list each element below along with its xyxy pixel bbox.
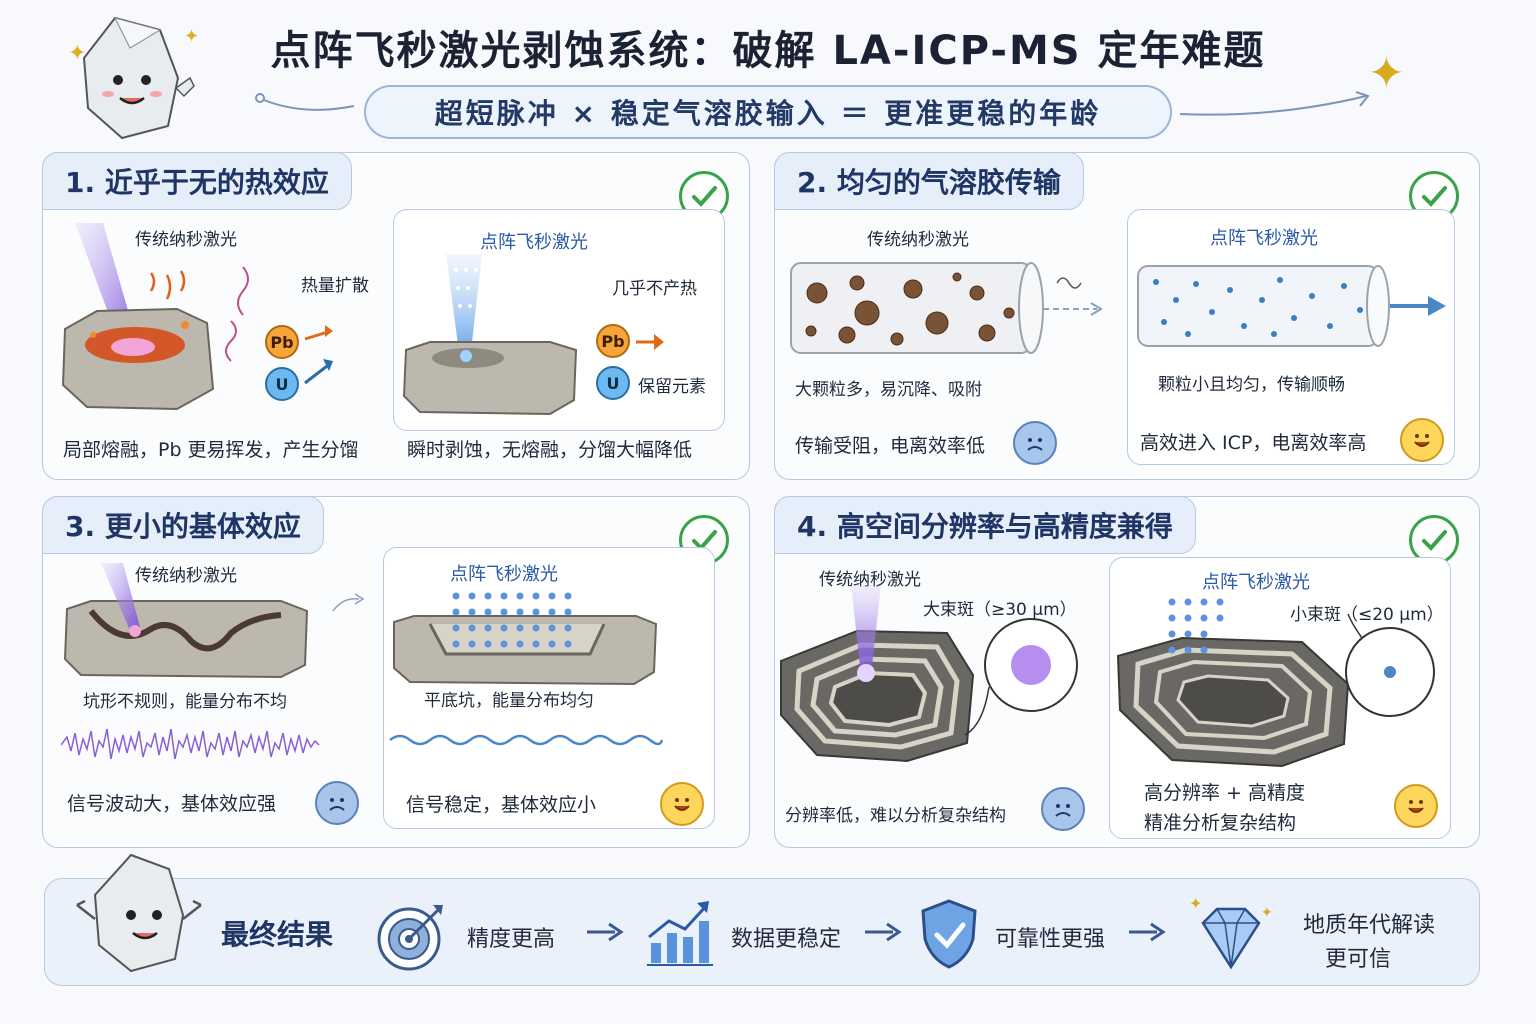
right-caption: 瞬时剥蚀，无熔融，分馏大幅降低 xyxy=(407,439,693,461)
lead-element-badge: Pb xyxy=(596,324,630,358)
left-label: 传统纳秒激光 xyxy=(135,230,237,250)
result-step: 精度更高 xyxy=(467,927,556,952)
happy-face-icon xyxy=(1394,784,1438,828)
panel-thermal-effect: 1. 近乎于无的热效应 传统纳秒激光 热量扩散 Pb U 局部熔融，Pb 更易挥… xyxy=(42,152,750,480)
left-label: 传统纳秒激光 xyxy=(819,570,921,590)
target-icon xyxy=(377,905,443,971)
large-particle-tube-illustration xyxy=(790,262,1103,354)
panel-spatial-resolution: 4. 高空间分辨率与高精度兼得 传统纳秒激光 大束斑（≥30 μm） 分辨率低，… xyxy=(774,496,1480,848)
fine-particle-tube-illustration xyxy=(1137,265,1446,347)
right-label: 点阵飞秒激光 xyxy=(1210,228,1318,249)
right-label: 点阵飞秒激光 xyxy=(450,564,558,585)
arrow-right-icon xyxy=(636,334,664,350)
left-note: 坑形不规则，能量分布不均 xyxy=(83,692,287,712)
sparkle-icon: ✦ xyxy=(1368,48,1405,98)
svg-text:✦: ✦ xyxy=(1189,894,1202,913)
lead-element-badge: Pb xyxy=(265,325,299,359)
irregular-crater-illustration xyxy=(63,563,309,679)
right-note: 小束斑（≤20 μm） xyxy=(1290,605,1444,625)
growth-chart-icon xyxy=(647,901,713,966)
right-note: 颗粒小且均匀，传输顺畅 xyxy=(1158,375,1345,395)
arrow-icon xyxy=(332,593,365,612)
panel-aerosol-transport: 2. 均匀的气溶胶传输 传统纳秒激光 大颗粒多，易沉降、吸附 传输受阻，电离效率… xyxy=(774,152,1480,480)
large-spot-zircon-illustration xyxy=(780,585,1078,763)
small-spot-zircon-illustration xyxy=(1116,598,1435,768)
left-note: 热量扩散 xyxy=(301,276,369,296)
sad-face-icon xyxy=(1013,421,1057,465)
sad-face-icon xyxy=(315,781,359,825)
right-label: 点阵飞秒激光 xyxy=(480,232,588,253)
result-step: 数据更稳定 xyxy=(731,927,842,952)
final-outcome-line-2: 更可信 xyxy=(1325,947,1392,972)
diamond-icon: ✦ ✦ xyxy=(1189,894,1273,970)
femtosecond-card: 点阵飞秒激光 颗粒小且均匀，传输顺畅 高效进入 ICP，电离效率高 xyxy=(1127,209,1455,465)
subtitle-banner: 超短脉冲 × 稳定气溶胶输入 ＝ 更准更稳的年龄 xyxy=(364,85,1172,139)
noisy-signal-wave xyxy=(61,728,320,760)
happy-face-icon xyxy=(660,782,704,826)
shield-check-icon xyxy=(921,899,977,969)
svg-text:✦: ✦ xyxy=(1368,48,1405,98)
swoosh-right-arrow-icon xyxy=(1179,91,1370,116)
right-caption: 高效进入 ICP，电离效率高 xyxy=(1140,432,1367,454)
final-result-title: 最终结果 xyxy=(221,918,334,951)
svg-text:✦: ✦ xyxy=(68,41,86,66)
left-caption: 传输受阻，电离效率低 xyxy=(795,435,986,457)
left-note: 大颗粒多，易沉降、吸附 xyxy=(795,380,982,400)
crystal-mascot-icon xyxy=(76,853,202,973)
femtosecond-crater-illustration xyxy=(402,254,578,416)
right-note: 几乎不产热 xyxy=(612,279,697,299)
svg-text:✦: ✦ xyxy=(184,26,199,47)
left-label: 传统纳秒激光 xyxy=(867,230,969,250)
panel-heading: 1. 近乎于无的热效应 xyxy=(42,152,352,210)
uranium-element-badge: U xyxy=(265,367,299,401)
left-label: 传统纳秒激光 xyxy=(135,566,237,586)
arrow-right-icon xyxy=(1129,922,1166,942)
right-note-2: 保留元素 xyxy=(638,377,706,397)
page-title: 点阵飞秒激光剥蚀系统：破解 LA-ICP-MS 定年难题 xyxy=(270,28,1266,74)
crystal-mascot-icon: ✦ ✦ xyxy=(68,16,199,140)
flat-bottom-crater-illustration xyxy=(393,592,658,686)
swoosh-left-icon xyxy=(255,93,355,111)
right-caption: 信号稳定，基体效应小 xyxy=(406,794,597,816)
left-caption: 分辨率低，难以分析复杂结构 xyxy=(785,806,1006,826)
nanosecond-crater-illustration xyxy=(61,223,215,411)
panel-heading: 2. 均匀的气溶胶传输 xyxy=(774,152,1084,210)
result-step: 可靠性更强 xyxy=(995,927,1106,952)
stable-signal-wave xyxy=(389,734,664,746)
left-caption: 局部熔融，Pb 更易挥发，产生分馏 xyxy=(63,439,359,461)
panel-heading: 3. 更小的基体效应 xyxy=(42,496,324,554)
arrow-right-icon xyxy=(587,922,624,942)
final-result-bar: 最终结果 精度更高 数据更稳定 可靠性更强 ✦ ✦ 地质年代解读 更可信 xyxy=(44,853,1480,986)
femtosecond-card: 点阵飞秒激光 几乎不产热 Pb U 保留元素 xyxy=(393,209,725,431)
diffusion-arrows-icon xyxy=(304,325,333,385)
happy-face-icon xyxy=(1400,418,1444,462)
right-label: 点阵飞秒激光 xyxy=(1202,572,1310,593)
heat-wave-icon xyxy=(225,266,249,362)
right-caption: 高分辨率 + 高精度 xyxy=(1144,782,1305,804)
uranium-element-badge: U xyxy=(596,366,630,400)
arrow-right-icon xyxy=(865,922,902,942)
right-caption-2: 精准分析复杂结构 xyxy=(1144,812,1297,834)
svg-text:✦: ✦ xyxy=(1261,905,1273,921)
final-outcome-line-1: 地质年代解读 xyxy=(1303,913,1436,938)
femtosecond-card: 点阵飞秒激光 小束斑（≤20 μm） 高分辨率 + 高精度 精准分析复杂结构 xyxy=(1109,557,1451,839)
left-note: 大束斑（≥30 μm） xyxy=(923,600,1077,620)
panel-heading: 4. 高空间分辨率与高精度兼得 xyxy=(774,496,1196,554)
femtosecond-card: 点阵飞秒激光 平底坑，能量分布均匀 信号稳定，基体效应小 xyxy=(383,547,715,829)
sad-face-icon xyxy=(1041,787,1085,831)
left-caption: 信号波动大，基体效应强 xyxy=(67,793,277,815)
right-note: 平底坑，能量分布均匀 xyxy=(424,691,594,711)
panel-matrix-effect: 3. 更小的基体效应 传统纳秒激光 坑形不规则，能量分布不均 信号波动大，基体效… xyxy=(42,496,750,848)
